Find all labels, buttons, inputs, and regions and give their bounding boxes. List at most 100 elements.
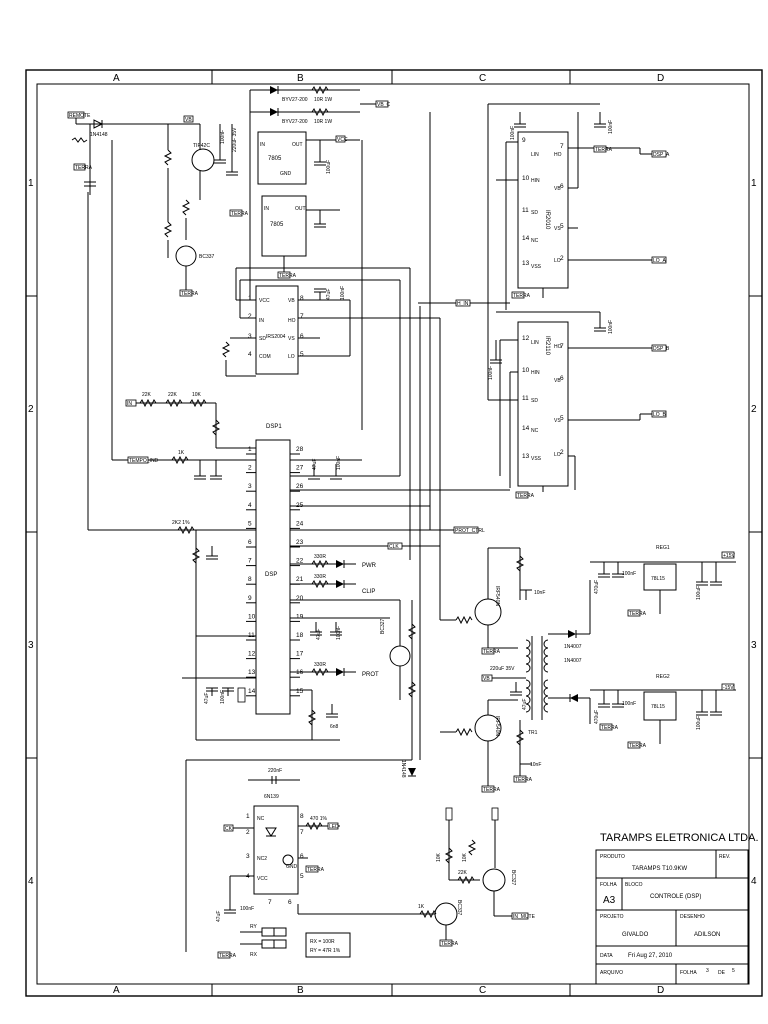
reg-7805-bottom — [261, 195, 307, 257]
svg-text:CK: CK — [225, 826, 233, 832]
net-remote-tag: REMOTE — [69, 113, 91, 119]
svg-text:47uF: 47uF — [316, 629, 322, 640]
reg-7805-top-label: 7805 — [268, 156, 282, 162]
cap-6n8-label: 6n8 — [330, 724, 339, 730]
svg-text:10: 10 — [522, 175, 530, 182]
svg-text:TERRA: TERRA — [307, 867, 325, 873]
svg-text:GND: GND — [280, 171, 292, 177]
zone-row-1-left: 1 — [28, 178, 34, 189]
input-stage: REMOTE 1N4148 TERRA TIP42C VB BC337 TERR… — [67, 111, 249, 297]
svg-text:CLK: CLK — [389, 544, 399, 550]
mute-transistors: 10K 10K 22K BC327 IN_MUTE BC337 1K TERRA — [418, 807, 536, 947]
svg-text:100nF: 100nF — [608, 120, 614, 134]
bloco-label: BLOCO — [625, 882, 643, 888]
svg-text:TERRA: TERRA — [601, 725, 619, 731]
svg-text:HO: HO — [288, 318, 296, 324]
zone-col-a-bottom: A — [113, 985, 120, 996]
svg-text:VSS: VSS — [531, 264, 542, 270]
svg-text:NC: NC — [531, 428, 539, 434]
svg-text:TERRA: TERRA — [219, 953, 237, 959]
dsp1-pin-right: 25 — [296, 502, 304, 509]
net-tempo-ind-tag: TEMPO_IND — [129, 458, 159, 464]
dsp1-pin-right: 19 — [296, 613, 304, 620]
svg-text:6: 6 — [300, 853, 304, 860]
svg-text:4: 4 — [248, 351, 252, 358]
svg-text:7: 7 — [560, 143, 564, 150]
zone-row-3-left: 3 — [28, 640, 34, 651]
svg-text:10: 10 — [522, 367, 530, 374]
svg-text:VCC: VCC — [257, 876, 268, 882]
net-in-mute-tag: IN_MUTE — [513, 914, 536, 920]
svg-text:5: 5 — [560, 223, 564, 230]
reg1-78l15-label: 78L15 — [651, 576, 665, 582]
svg-text:VS: VS — [288, 336, 295, 342]
zone-row-1-right: 1 — [751, 178, 757, 189]
folha-total: 5 — [732, 968, 735, 974]
reg2-78l15-label: 78L15 — [651, 704, 665, 710]
dsp1-pin-left: 6 — [248, 539, 252, 546]
svg-text:6: 6 — [288, 899, 292, 906]
byv27-label-1: BYV27-200 — [282, 97, 308, 103]
svg-text:100nF: 100nF — [622, 701, 636, 707]
cap-220uf-label: 220uF 35V — [490, 666, 515, 672]
bloco-value: CONTROLE (DSP) — [650, 894, 701, 900]
rx-ry-note-box — [305, 932, 351, 958]
zone-col-b-bottom: B — [297, 985, 304, 996]
res-rx-label: RX — [250, 952, 258, 958]
svg-text:TERRA: TERRA — [595, 147, 613, 153]
zone-col-d-top: D — [657, 73, 664, 84]
bc327-bottom-label: BC327 — [510, 870, 516, 886]
res-10r-label-1: 10R 1W — [314, 97, 332, 103]
mosfet-a-label: IRF540N — [494, 586, 500, 606]
dsp1-pin-left: 1 — [248, 446, 252, 453]
svg-text:7: 7 — [560, 343, 564, 350]
cap-220nf-label: 220nF — [268, 768, 282, 774]
led-clip-label: CLIP — [362, 589, 375, 595]
dsp-section: IN 22K 22K 10K TEMPO_IND 1K DSP1 DSP 123… — [112, 392, 510, 778]
folha-size: A3 — [603, 895, 616, 906]
de-label: DE — [718, 970, 726, 976]
dsp1-pin-right: 18 — [296, 632, 304, 639]
reg1-ref: REG1 — [656, 545, 670, 551]
svg-text:OUT: OUT — [295, 206, 306, 212]
svg-text:HO: HO — [554, 152, 562, 158]
res-10r-label-2: 10R 1W — [314, 119, 332, 125]
irs2004-label: IRS2004 — [266, 334, 286, 340]
ir2110-mid-ic — [517, 321, 569, 487]
dsp1-label: DSP — [265, 572, 277, 578]
svg-text:OUT: OUT — [292, 142, 303, 148]
projeto-label: PROJETO — [600, 914, 624, 920]
svg-text:100nF: 100nF — [622, 571, 636, 577]
regulator-block: BYV27-200 10R 1W BYV27-200 10R 1W VB_C 7… — [249, 85, 390, 300]
svg-text:47uF: 47uF — [204, 693, 210, 704]
svg-text:VB: VB — [288, 298, 295, 304]
dsp1-pin-right: 23 — [296, 539, 304, 546]
svg-text:TERRA: TERRA — [75, 165, 93, 171]
svg-text:100nF: 100nF — [510, 126, 516, 140]
svg-text:SD: SD — [259, 336, 266, 342]
svg-text:TERRA: TERRA — [181, 291, 199, 297]
svg-text:47uF: 47uF — [326, 289, 332, 300]
dsp1-pin-right: 17 — [296, 651, 304, 658]
svg-text:TERRA: TERRA — [231, 211, 249, 217]
svg-text:2: 2 — [560, 449, 564, 456]
svg-text:11: 11 — [522, 207, 529, 214]
svg-text:10K: 10K — [436, 852, 442, 862]
irs2004-ic — [255, 285, 299, 375]
svg-text:47uF: 47uF — [522, 699, 528, 710]
dsp1-pin-left: 5 — [248, 520, 252, 527]
res-330r-b-label: 330R — [314, 574, 326, 580]
svg-text:470uF: 470uF — [594, 580, 600, 594]
bus-wires — [87, 112, 518, 760]
zone-row-4-right: 4 — [751, 876, 757, 887]
dsp1-pin-right: 26 — [296, 483, 304, 490]
svg-text:6: 6 — [300, 333, 304, 340]
svg-text:3: 3 — [248, 333, 252, 340]
svg-text:100uF: 100uF — [326, 160, 332, 174]
dsp1-pin-right: 22 — [296, 558, 304, 565]
svg-text:TERRA: TERRA — [483, 787, 501, 793]
svg-text:1N4148: 1N4148 — [400, 760, 406, 778]
svg-text:LO_B: LO_B — [653, 412, 666, 418]
